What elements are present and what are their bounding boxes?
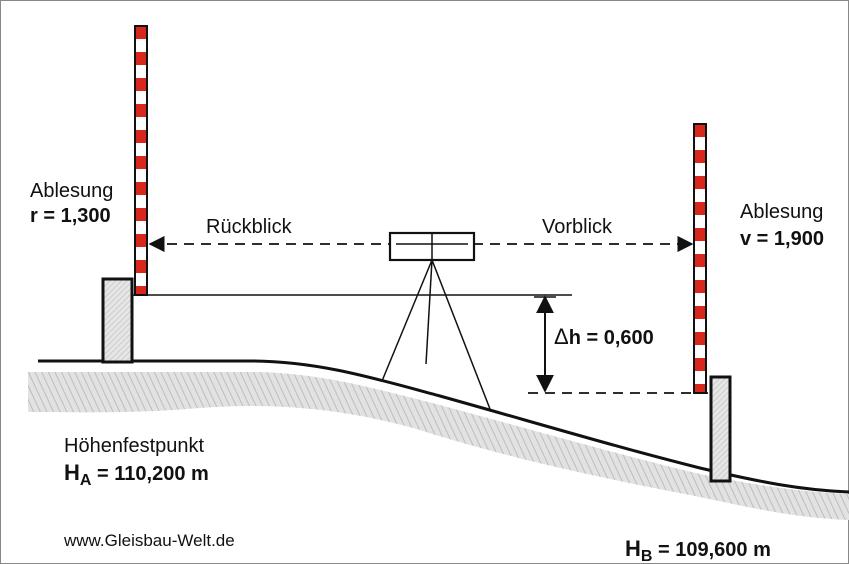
- leveling-staff-fore: [693, 123, 707, 394]
- staff-segment: [694, 358, 706, 371]
- right-reading-caption: Ablesung: [740, 201, 823, 223]
- hb-value: = 109,600 m: [652, 539, 770, 561]
- staff-segment: [135, 130, 147, 143]
- benchmark-post-b: [709, 375, 732, 483]
- staff-segment: [694, 371, 706, 384]
- staff-segment: [135, 65, 147, 78]
- tripod: [381, 259, 491, 410]
- benchmark-title: Höhenfestpunkt: [64, 435, 205, 457]
- staff-segment: [694, 280, 706, 293]
- leveling-staff-back: [134, 25, 148, 296]
- staff-segment: [135, 91, 147, 104]
- staff-segment: [135, 39, 147, 52]
- staff-segment: [694, 306, 706, 319]
- staff-segment: [694, 293, 706, 306]
- staff-segment: [694, 176, 706, 189]
- staff-segment: [135, 78, 147, 91]
- staff-segment: [694, 241, 706, 254]
- staff-segment: [135, 143, 147, 156]
- staff-segment: [694, 163, 706, 176]
- ground: [28, 372, 849, 520]
- staff-segment: [694, 228, 706, 241]
- staff-segment: [694, 202, 706, 215]
- delta-h-value: h = 0,600: [569, 327, 654, 349]
- website-credit: www.Gleisbau-Welt.de: [63, 531, 235, 550]
- staff-segment: [694, 150, 706, 163]
- staff-segment: [694, 319, 706, 332]
- ha-value: = 110,200 m: [91, 463, 208, 485]
- hb-prefix: H: [625, 536, 641, 561]
- staff-segment: [135, 286, 147, 295]
- ground-surface: [38, 359, 849, 494]
- staff-segment: [694, 254, 706, 267]
- staff-segment: [694, 137, 706, 150]
- staff-segment: [135, 26, 147, 39]
- left-reading-value: r = 1,300: [30, 205, 111, 227]
- benchmark-post-a: [101, 277, 134, 364]
- staff-segment: [135, 52, 147, 65]
- right-reading-value: v = 1,900: [740, 228, 824, 250]
- point-b-height: HB = 109,600 m: [625, 536, 771, 564]
- staff-segment: [135, 234, 147, 247]
- left-reading-caption: Ablesung: [30, 180, 113, 202]
- staff-segment: [135, 208, 147, 221]
- hb-subscript: B: [641, 548, 653, 564]
- delta-h-label: Δh = 0,600: [554, 324, 654, 349]
- staff-segment: [694, 267, 706, 280]
- staff-segment: [135, 182, 147, 195]
- staff-segment: [694, 345, 706, 358]
- staff-segment: [694, 332, 706, 345]
- staff-segment: [135, 221, 147, 234]
- staff-segment: [135, 247, 147, 260]
- staff-segment: [694, 384, 706, 393]
- staff-segment: [135, 117, 147, 130]
- staff-segment: [694, 189, 706, 202]
- delta-symbol: Δ: [554, 324, 569, 349]
- backsight-label: Rückblick: [206, 216, 293, 238]
- staff-segment: [135, 156, 147, 169]
- ha-subscript: A: [80, 472, 92, 489]
- staff-segment: [135, 169, 147, 182]
- foresight-label: Vorblick: [542, 216, 613, 238]
- ha-prefix: H: [64, 460, 80, 485]
- staff-segment: [694, 124, 706, 137]
- staff-segment: [135, 260, 147, 273]
- staff-segment: [135, 273, 147, 286]
- staff-segment: [135, 195, 147, 208]
- level-instrument: [388, 231, 476, 262]
- staff-segment: [694, 215, 706, 228]
- staff-segment: [135, 104, 147, 117]
- benchmark-height: HA = 110,200 m: [64, 460, 209, 489]
